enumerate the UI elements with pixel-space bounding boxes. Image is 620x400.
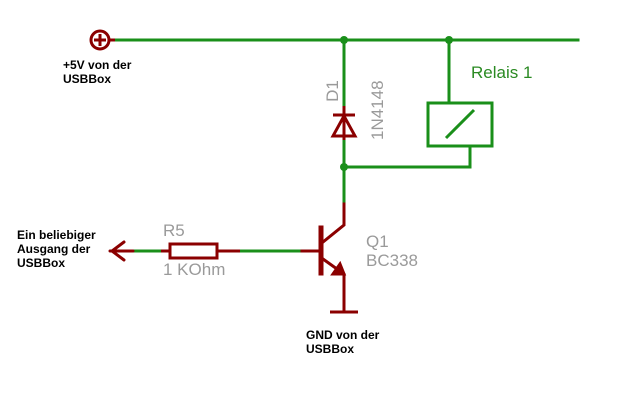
supply-label-line1: +5V von der [63,58,132,72]
transistor-ref-label: Q1 [366,232,389,251]
relay-name-label: Relais 1 [471,63,533,82]
diode-ref-label: D1 [322,80,342,102]
supply-label: +5V von der USBBox [63,58,131,86]
junction-dot [340,163,348,171]
transistor-collector [320,202,346,245]
supply-label-line2: USBBox [63,72,112,86]
diode-symbol [330,106,358,140]
relay-return-wire [342,144,472,169]
transistor-value-label: BC338 [366,251,418,270]
resistor-body [168,242,219,260]
junctions [340,36,453,171]
input-arrow-icon [108,240,135,262]
resistor-symbol [161,242,240,260]
transistor-symbol [300,202,347,314]
transistor-emitter-arrow [330,260,347,276]
input-label-line2: Ausgang der [17,242,91,256]
diode-value-label: 1N4148 [368,80,387,140]
junction-dot [445,36,453,44]
resistor-ref-label: R5 [163,221,185,240]
relay-coil [426,101,494,148]
input-label-line3: USBBox [17,256,66,270]
input-label: Ein beliebiger Ausgang der USBBox [17,228,96,270]
ground-label-line2: USBBox [306,342,355,356]
ground-label: GND von der USBBox [306,328,379,356]
ground-label-line1: GND von der [306,328,380,342]
junction-dot [340,36,348,44]
supply-terminal-icon [89,29,115,51]
resistor-value-label: 1 KOhm [163,260,226,279]
relay-symbol [426,101,494,148]
relay-coil-diagonal [444,108,476,140]
input-label-line1: Ein beliebiger [17,228,96,242]
diode-triangle [330,112,358,138]
